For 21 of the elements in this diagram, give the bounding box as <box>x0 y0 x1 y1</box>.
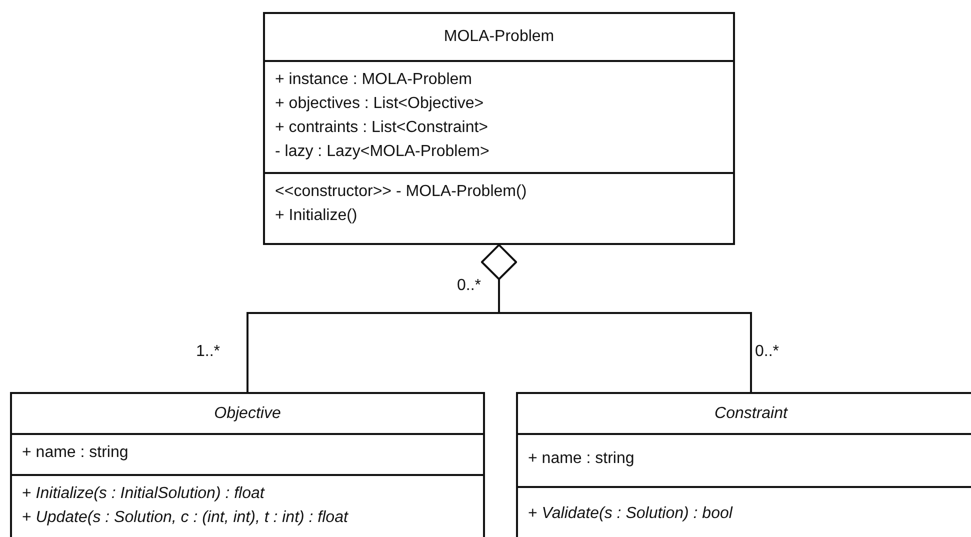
attribute-text: + instance : MOLA-Problem <box>275 70 472 90</box>
multiplicity-label: 1..* <box>196 343 220 361</box>
multiplicity-label: 0..* <box>755 343 780 361</box>
method-text: <<constructor>> - MOLA-Problem() <box>275 182 527 202</box>
class-box <box>263 12 735 245</box>
class-name: Objective <box>214 404 281 422</box>
method-text: + Validate(s : Solution) : bool <box>528 504 732 524</box>
class-box <box>10 392 485 537</box>
class-name: Constraint <box>714 404 788 422</box>
method-text: + Initialize() <box>275 206 358 226</box>
class-name: MOLA-Problem <box>444 28 554 46</box>
attribute-text: + name : string <box>528 449 634 469</box>
multiplicity-label: 0..* <box>457 277 482 295</box>
aggregation-line <box>481 244 752 392</box>
attribute-text: + objectives : List<Objective> <box>275 94 484 114</box>
attribute-text: + contraints : List<Constraint> <box>275 118 488 138</box>
attribute-text: - lazy : Lazy<MOLA-Problem> <box>275 142 490 162</box>
attribute-text: + name : string <box>22 443 128 463</box>
class-box <box>516 392 971 537</box>
method-text: + Initialize(s : InitialSolution) : float <box>22 484 264 504</box>
method-text: + Update(s : Solution, c : (int, int), t : int) : float <box>22 508 348 528</box>
